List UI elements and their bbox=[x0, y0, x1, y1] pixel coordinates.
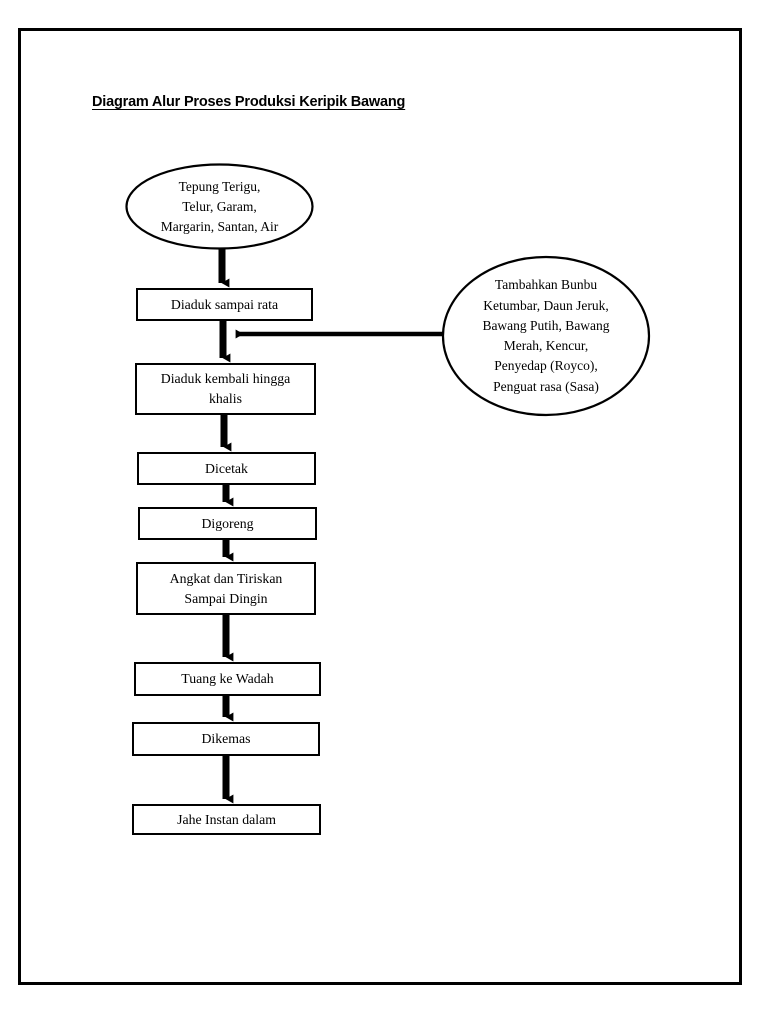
node-mix-even-shape bbox=[136, 288, 313, 321]
node-drain-cool-shape bbox=[136, 562, 316, 615]
node-molded-shape bbox=[137, 452, 316, 485]
node-spices-shape bbox=[441, 255, 651, 417]
node-final-product-shape bbox=[132, 804, 321, 835]
node-pour-container-shape bbox=[134, 662, 321, 696]
node-packaged-shape bbox=[132, 722, 320, 756]
page-title: Diagram Alur Proses Produksi Keripik Baw… bbox=[92, 94, 406, 110]
node-fried-shape bbox=[138, 507, 317, 540]
node-mix-again-shape bbox=[135, 363, 316, 415]
node-ingredients-shape bbox=[125, 163, 314, 250]
